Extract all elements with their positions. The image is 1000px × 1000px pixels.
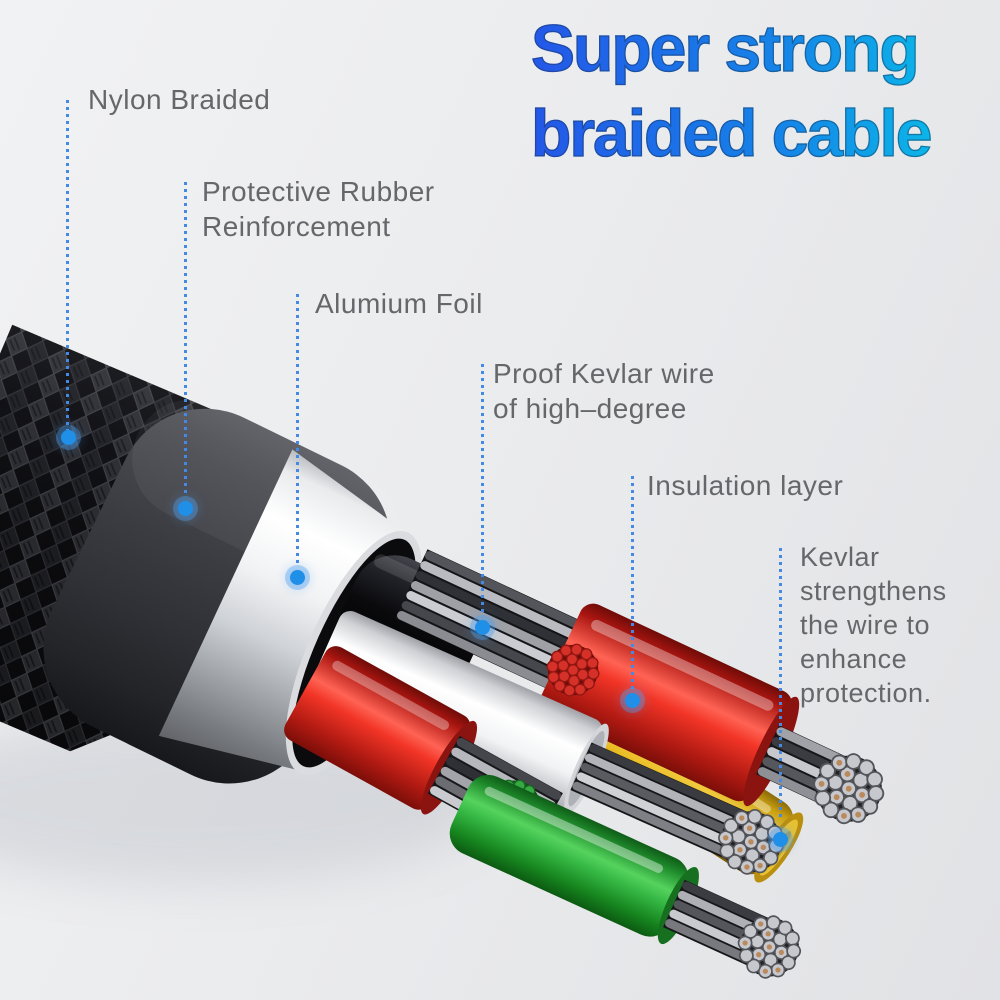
red-wire-top (395, 549, 895, 835)
green-insulation (449, 774, 689, 937)
page-title: Super strong braided cable (530, 6, 991, 176)
title-line-1: Super strong (530, 10, 920, 85)
label-kevlar-note: Kevlar strengthens the wire to enhance p… (800, 542, 947, 708)
wire-strands (572, 744, 762, 864)
red-insulation (284, 646, 471, 810)
label-aluminum-foil: Alumium Foil (315, 288, 483, 319)
callout-dot (773, 832, 788, 847)
callout-dot (625, 693, 640, 708)
label-protective-rubber: Protective Rubber Reinforcement (202, 176, 435, 242)
label-nylon-braided: Nylon Braided (88, 84, 271, 115)
callout-dot (178, 501, 193, 516)
callout-line (296, 294, 299, 566)
callout-line (631, 476, 634, 689)
callout-dot (61, 430, 76, 445)
callout-dot (475, 620, 490, 635)
callout-line (779, 548, 782, 820)
white-insulation (308, 610, 603, 810)
aluminum-foil-layer (158, 449, 410, 771)
callout-line (184, 182, 187, 497)
label-proof-kevlar-wire: Proof Kevlar wire of high–degree (493, 358, 715, 424)
callout-line (66, 100, 69, 430)
white-wire (308, 610, 794, 885)
red-insulation (540, 603, 792, 802)
green-wire (449, 774, 811, 989)
title-line-2: braided cable (530, 95, 933, 170)
callout-dot (290, 570, 305, 585)
label-insulation-layer: Insulation layer (647, 470, 844, 501)
callout-line (481, 364, 484, 616)
